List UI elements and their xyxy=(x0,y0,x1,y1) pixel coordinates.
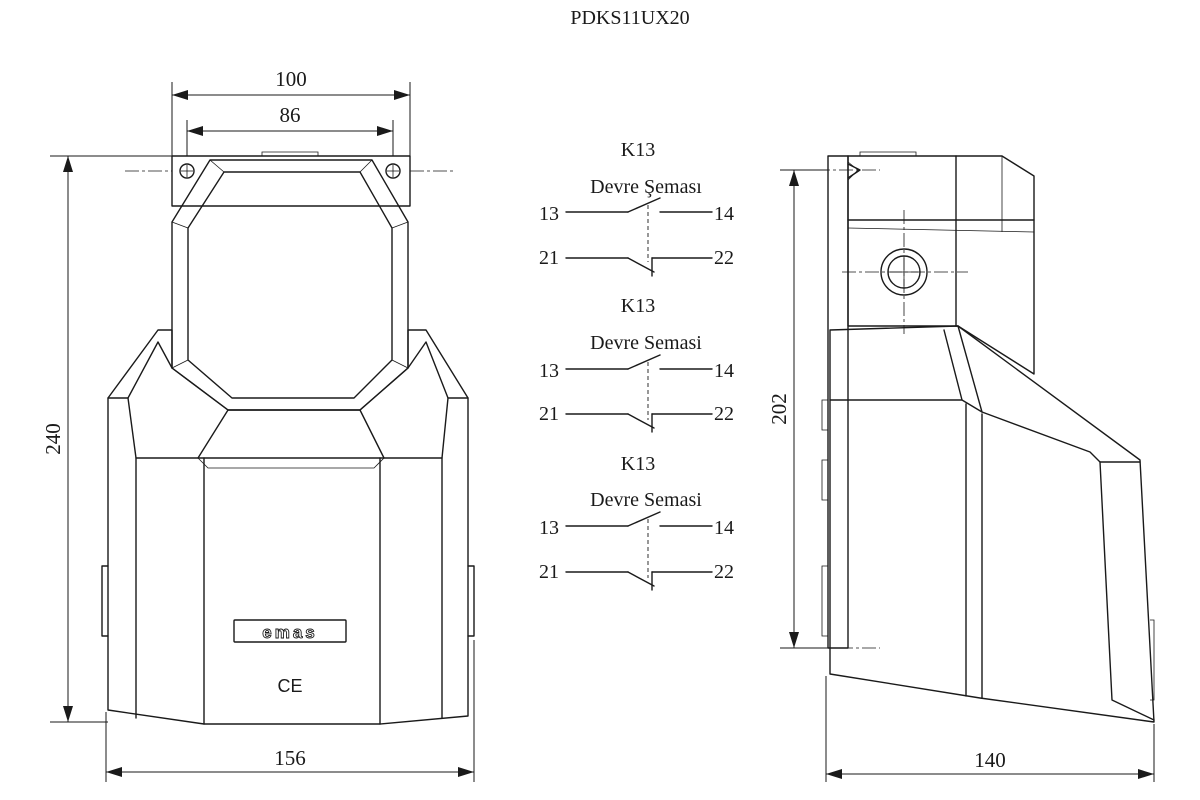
terminal-13: 13 xyxy=(539,360,559,382)
dimension-86-label: 86 xyxy=(280,103,301,127)
circuit-heading: K13 xyxy=(621,453,655,475)
dimension-156-label: 156 xyxy=(274,746,306,770)
dimension-86: 86 xyxy=(186,103,394,156)
side-view: 202 140 xyxy=(767,151,1155,782)
dimension-240-label: 240 xyxy=(41,423,65,455)
terminal-22: 22 xyxy=(714,403,734,425)
dimension-140: 140 xyxy=(825,676,1155,782)
cable-gland xyxy=(842,210,968,334)
dimension-202-label: 202 xyxy=(767,393,791,425)
mounting-hole-right xyxy=(385,163,401,179)
dimension-100: 100 xyxy=(171,67,411,156)
terminal-21: 21 xyxy=(539,403,559,425)
mounting-hole-left xyxy=(179,163,195,179)
front-view: emas CE 100 86 240 xyxy=(41,67,475,782)
ce-mark: CE xyxy=(277,676,302,696)
terminal-14: 14 xyxy=(714,360,734,382)
drawing-title: PDKS11UX20 xyxy=(570,7,689,29)
mounting-plate xyxy=(171,155,411,207)
dimension-140-label: 140 xyxy=(974,748,1006,772)
switch-head xyxy=(847,155,1035,375)
circuit-heading: K13 xyxy=(621,139,655,161)
circuit-subtitle: Devre Semasi xyxy=(590,489,702,511)
housing-side xyxy=(829,325,1155,723)
terminal-21: 21 xyxy=(539,561,559,583)
dimension-202: 202 xyxy=(767,169,828,649)
housing-body xyxy=(107,329,469,725)
circuit-diagram-3: K13 Devre Semasi 13 14 21 22 xyxy=(539,453,734,591)
dimension-156: 156 xyxy=(105,640,475,782)
dimension-100-label: 100 xyxy=(275,67,307,91)
circuit-subtitle: Devre Semasi xyxy=(590,332,702,354)
circuit-diagram-1: K13 Devre Şeması 13 14 21 22 xyxy=(539,139,734,277)
terminal-22: 22 xyxy=(714,561,734,583)
terminal-14: 14 xyxy=(714,203,734,225)
circuit-diagram-2: K13 Devre Semasi 13 14 21 22 xyxy=(539,295,734,433)
terminal-13: 13 xyxy=(539,203,559,225)
circuit-subtitle: Devre Şeması xyxy=(590,176,702,198)
brand-logo: emas xyxy=(262,623,317,642)
circuit-heading: K13 xyxy=(621,295,655,317)
terminal-22: 22 xyxy=(714,247,734,269)
dimension-240: 240 xyxy=(41,155,172,723)
terminal-13: 13 xyxy=(539,517,559,539)
terminal-14: 14 xyxy=(714,517,734,539)
terminal-21: 21 xyxy=(539,247,559,269)
